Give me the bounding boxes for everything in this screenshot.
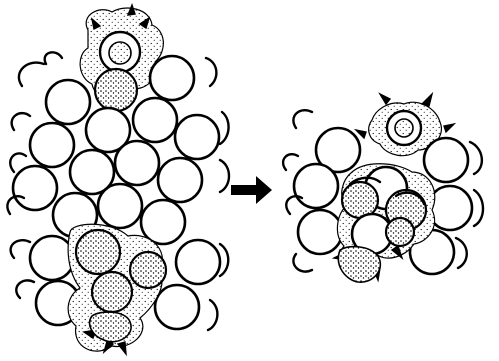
left-panel [7,5,229,354]
right-arrow-icon [231,176,272,204]
right-panel [283,94,483,282]
left-bottom-defect [68,224,166,354]
left-top-defect [80,5,163,111]
